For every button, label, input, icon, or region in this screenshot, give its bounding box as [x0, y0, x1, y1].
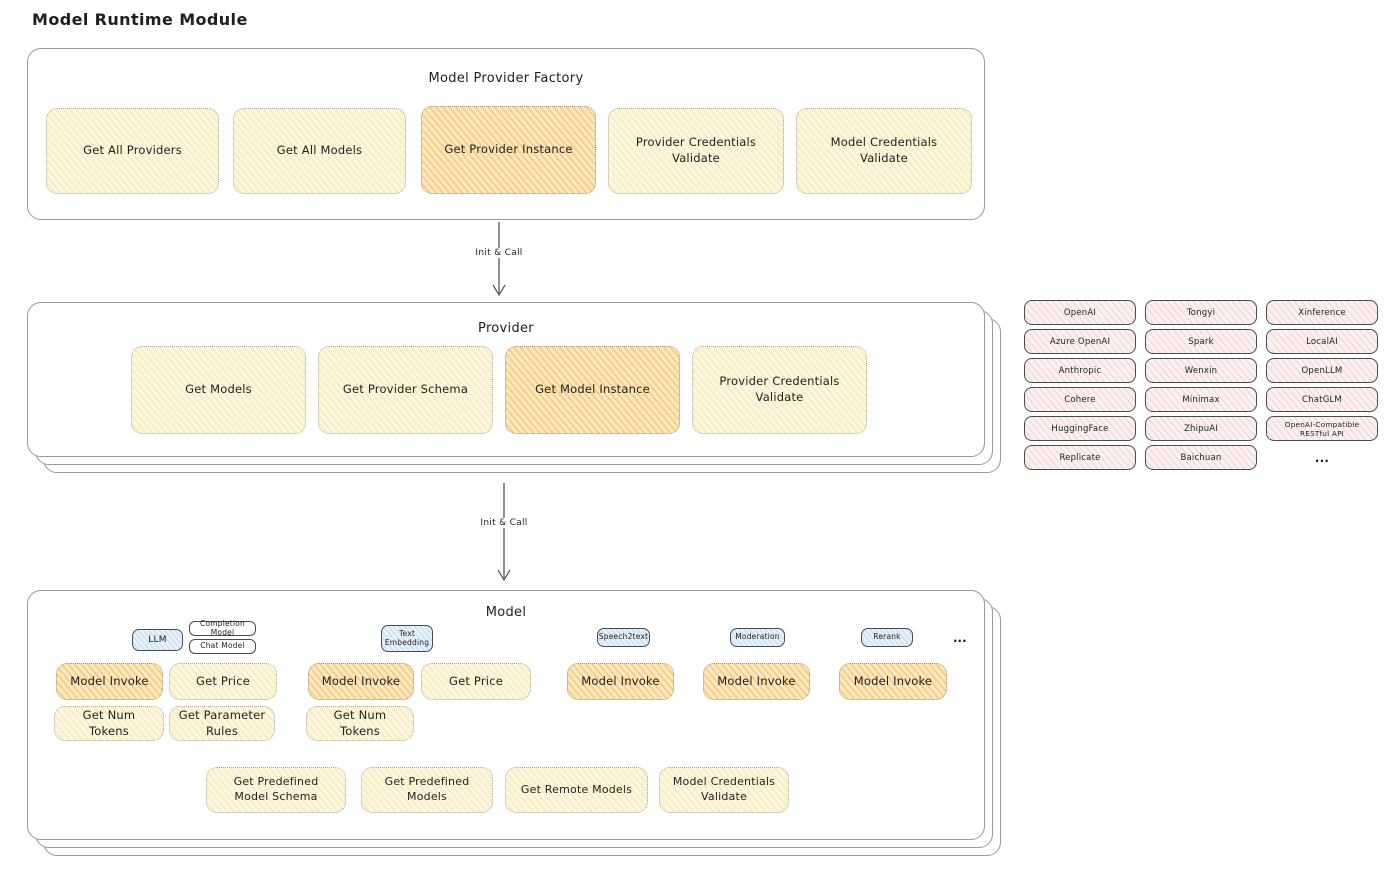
provider-container: Provider Get Models Get Provider Schema …	[27, 302, 985, 457]
provider-pill: OpenLLM	[1266, 358, 1378, 383]
provider-pill: Tongyi	[1145, 300, 1257, 325]
provider-pill: ChatGLM	[1266, 387, 1378, 412]
provider-pill: Cohere	[1024, 387, 1136, 412]
node-get-predefined-model-schema: Get Predefined Model Schema	[206, 767, 346, 813]
provider-pill: ZhipuAI	[1145, 416, 1257, 441]
node-model-invoke-speech2text: Model Invoke	[567, 663, 674, 700]
provider-pill: Anthropic	[1024, 358, 1136, 383]
arrow-provider-to-model: Init & Call	[476, 483, 532, 583]
factory-container: Model Provider Factory Get All Providers…	[27, 48, 985, 220]
factory-title: Model Provider Factory	[428, 71, 584, 86]
node-get-all-providers: Get All Providers	[46, 108, 219, 194]
provider-list: OpenAI Tongyi Xinference Azure OpenAI Sp…	[1024, 300, 1378, 470]
node-get-num-tokens-llm: Get Num Tokens	[54, 706, 164, 741]
provider-pill: OpenAI	[1024, 300, 1136, 325]
provider-pill: Azure OpenAI	[1024, 329, 1136, 354]
node-model-invoke-moderation: Model Invoke	[703, 663, 810, 700]
node-provider-credentials-validate: Provider Credentials Validate	[608, 108, 784, 194]
node-get-remote-models: Get Remote Models	[505, 767, 648, 813]
node-model-credentials-validate-2: Model Credentials Validate	[659, 767, 789, 813]
node-get-provider-schema: Get Provider Schema	[318, 346, 493, 434]
tag-speech2text: Speech2text	[597, 628, 650, 647]
node-get-num-tokens-embedding: Get Num Tokens	[306, 706, 414, 741]
node-get-all-models: Get All Models	[233, 108, 406, 194]
node-model-invoke-embedding: Model Invoke	[308, 663, 414, 700]
tag-chat-model: Chat Model	[189, 639, 256, 654]
provider-pill: OpenAI-Compatible RESTful API	[1266, 416, 1378, 441]
model-container: Model LLM Completion Model Chat Model Te…	[27, 590, 985, 840]
arrow-label: Init & Call	[471, 248, 527, 258]
node-model-invoke-rerank: Model Invoke	[839, 663, 947, 700]
node-get-provider-instance: Get Provider Instance	[421, 106, 596, 194]
node-get-price-llm: Get Price	[169, 663, 277, 700]
provider-pill: Wenxin	[1145, 358, 1257, 383]
tag-moderation: Moderation	[730, 628, 785, 647]
page-title: Model Runtime Module	[32, 10, 248, 29]
provider-pill: Xinference	[1266, 300, 1378, 325]
tag-llm: LLM	[132, 629, 183, 651]
node-model-invoke-llm: Model Invoke	[56, 663, 163, 700]
provider-pill: Spark	[1145, 329, 1257, 354]
model-tags-ellipsis: ...	[953, 631, 967, 645]
tag-text-embedding: Text Embedding	[381, 625, 433, 652]
model-title: Model	[485, 605, 527, 620]
provider-pill: LocalAI	[1266, 329, 1378, 354]
tag-rerank: Rerank	[861, 628, 913, 647]
provider-pill: Minimax	[1145, 387, 1257, 412]
node-provider-credentials-validate-2: Provider Credentials Validate	[692, 346, 867, 434]
provider-title: Provider	[478, 321, 534, 336]
arrow-down-icon	[492, 222, 506, 297]
node-get-parameter-rules: Get Parameter Rules	[169, 706, 275, 741]
node-get-model-instance: Get Model Instance	[505, 346, 680, 434]
arrow-factory-to-provider: Init & Call	[471, 222, 527, 298]
node-get-price-embedding: Get Price	[421, 663, 531, 700]
arrow-label: Init & Call	[476, 518, 532, 528]
node-get-models: Get Models	[131, 346, 306, 434]
tag-completion-model: Completion Model	[189, 619, 256, 636]
arrow-down-icon	[497, 483, 511, 582]
node-model-credentials-validate: Model Credentials Validate	[796, 108, 972, 194]
provider-pill: Replicate	[1024, 445, 1136, 470]
provider-list-ellipsis: ...	[1314, 450, 1330, 465]
provider-pill: HuggingFace	[1024, 416, 1136, 441]
node-get-predefined-models: Get Predefined Models	[361, 767, 493, 813]
provider-pill: Baichuan	[1145, 445, 1257, 470]
